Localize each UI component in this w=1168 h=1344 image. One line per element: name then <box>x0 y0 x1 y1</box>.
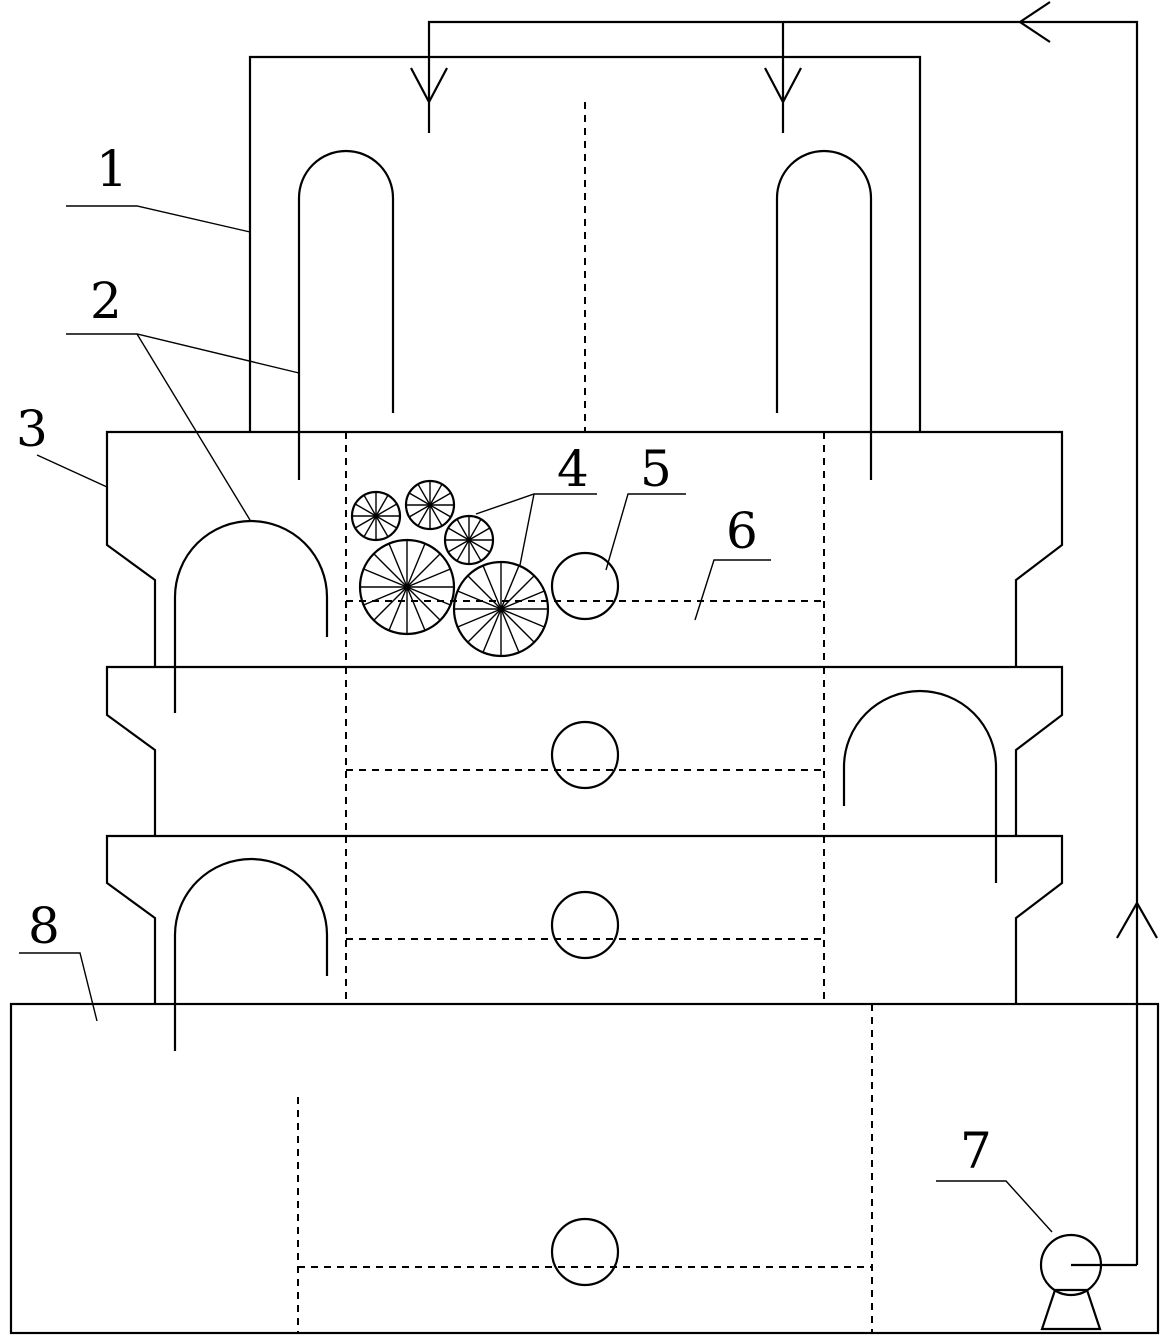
arrow-icon <box>1018 1 1051 43</box>
tray-2 <box>105 665 1064 836</box>
packing-sphere <box>452 560 550 658</box>
u-tube-top-right <box>775 149 873 480</box>
tray-1 <box>105 430 1064 667</box>
packing-sphere <box>358 538 456 636</box>
arrow-icon <box>1116 900 1158 939</box>
overflow-hole <box>550 890 620 960</box>
pump-icon <box>1039 1233 1137 1331</box>
u-tube-tray-1 <box>173 519 329 713</box>
overflow-hole <box>550 551 620 621</box>
packing-sphere <box>404 479 456 531</box>
label-2: 2 <box>90 272 122 330</box>
label-6: 6 <box>726 502 758 560</box>
packing-sphere <box>443 514 495 566</box>
label-8: 8 <box>28 897 60 955</box>
bottom-tank <box>9 1002 1160 1335</box>
overflow-hole <box>550 1217 620 1287</box>
label-3: 3 <box>16 400 48 458</box>
return-pipe-top <box>410 1 1158 1265</box>
overflow-hole <box>550 720 620 790</box>
u-tube-tray-2 <box>842 689 998 883</box>
top-enclosure <box>248 55 922 432</box>
label-5: 5 <box>640 440 672 498</box>
arrow-icon <box>764 67 802 105</box>
packing-sphere <box>350 490 402 542</box>
tray-3 <box>105 834 1064 1004</box>
arrow-icon <box>410 67 448 105</box>
label-7: 7 <box>960 1122 992 1180</box>
leader-lines <box>19 205 1053 1233</box>
label-1: 1 <box>96 140 128 198</box>
packing-spheres <box>350 479 550 658</box>
u-tube-tray-3 <box>173 857 329 1051</box>
u-tube-top-left <box>297 149 395 480</box>
label-4: 4 <box>557 440 589 498</box>
